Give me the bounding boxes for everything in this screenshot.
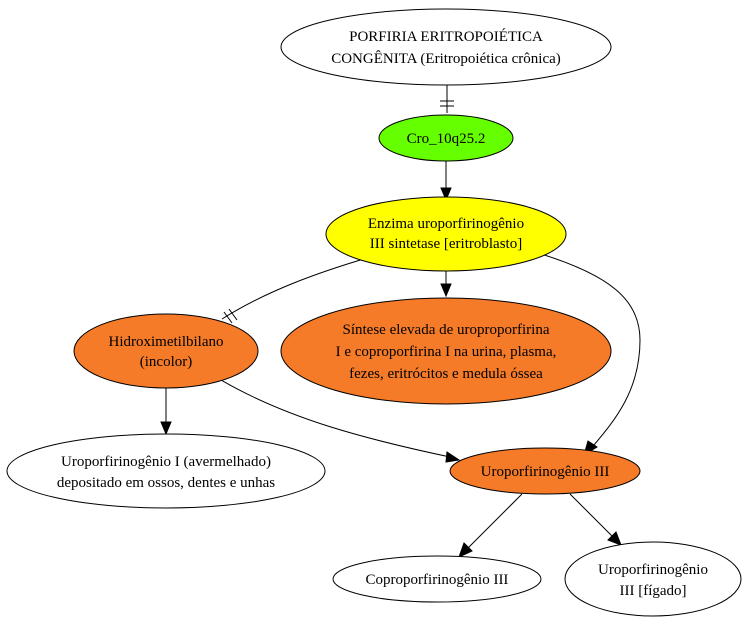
node-sintese-line3: fezes, eritrócitos e medula óssea: [349, 366, 543, 382]
edge-uro3-to-copro3: [458, 493, 523, 558]
edge-hidroxi-to-uro3: [220, 379, 461, 463]
node-hidroxi-line2: (incolor): [140, 354, 192, 370]
edge-enzima-to-sintese: [440, 270, 452, 298]
node-uro3figado-line1: Uroporfirinogênio: [598, 562, 708, 578]
node-copro3-line1: Coproporfirinogênio III: [366, 572, 509, 588]
node-porfiria: PORFIRIA ERITROPOIÉTICA CONGÊNITA (Eritr…: [280, 8, 612, 86]
node-uro1-line2: depositado em ossos, dentes e unhas: [57, 475, 275, 491]
node-enzima-line2: III sintetase [eritroblasto]: [370, 236, 522, 252]
node-uro3-line1: Uroporfirinogênio III: [481, 464, 610, 480]
edge-hidroxi-to-uro1: [160, 388, 172, 436]
node-cro: Cro_10q25.2: [378, 114, 514, 162]
node-uro3: Uroporfirinogênio III: [449, 447, 641, 495]
node-enzima: Enzima uroporfirinogênio III sintetase […: [325, 196, 567, 272]
node-porfiria-line1: PORFIRIA ERITROPOIÉTICA: [349, 28, 543, 45]
node-sintese-line1: Síntese elevada de uroproporfirina: [342, 322, 549, 338]
edge-cro-to-enzima: [440, 161, 452, 202]
node-cro-line1: Cro_10q25.2: [407, 131, 486, 147]
node-uro1-line1: Uroporfirinogênio I (avermelhado): [61, 454, 271, 470]
node-enzima-line1: Enzima uroporfirinogênio: [368, 216, 524, 232]
node-porfiria-line2: CONGÊNITA (Eritropoiética crônica): [331, 50, 561, 67]
node-copro3: Coproporfirinogênio III: [332, 555, 542, 603]
node-sintese-line2: I e coproporfirina I na urina, plasma,: [336, 344, 557, 360]
edge-enzima-to-hidroxi: [221, 257, 368, 324]
node-uro3figado-line2: III [fígado]: [619, 583, 686, 599]
node-hidroxi: Hidroximetilbilano (incolor): [73, 313, 259, 389]
node-uro3figado: Uroporfirinogênio III [fígado]: [564, 541, 742, 617]
node-sintese: Síntese elevada de uroproporfirina I e c…: [280, 297, 612, 405]
node-hidroxi-line1: Hidroximetilbilano: [109, 334, 224, 350]
edge-porfiria-to-cro: [440, 84, 454, 113]
node-uro1: Uroporfirinogênio I (avermelhado) deposi…: [6, 433, 326, 509]
edge-uro3-to-uro3figado: [569, 493, 622, 546]
